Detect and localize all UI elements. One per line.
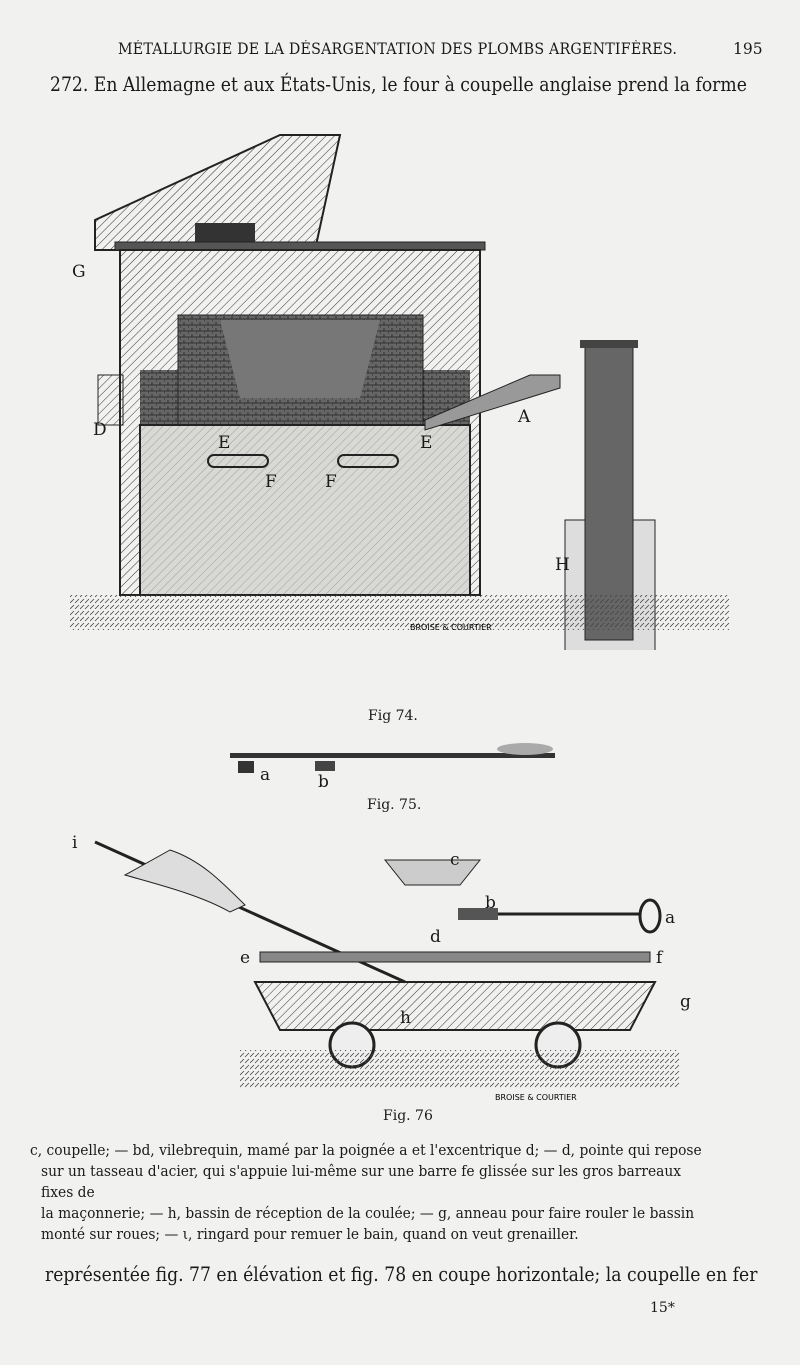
label-E2: E [420, 433, 432, 453]
legend-line: monté sur roues; — ι, ringard pour remue… [41, 1225, 579, 1243]
engraver-credit: BROISE & COURTIER [410, 623, 492, 632]
label-h: h [400, 1008, 411, 1028]
legend-line: sur un tasseau d'acier, qui s'appuie lui… [41, 1162, 682, 1201]
running-title: MÉTALLURGIE DE LA DÉSARGENTATION DES PLO… [118, 40, 678, 58]
label-g: g [680, 992, 691, 1012]
figure-legend: c, coupelle; — bd, vilebrequin, mamé par… [30, 1140, 715, 1245]
figure-76-caption: Fig. 76 [383, 1108, 433, 1124]
label-F1: F [265, 472, 277, 492]
paragraph-opening-line: 272. En Allemagne et aux États-Unis, le … [50, 72, 747, 96]
label-e: e [240, 948, 250, 968]
label-d: d [430, 927, 441, 947]
ground [70, 595, 730, 630]
figure-76-illustration: i c b a d e f g h BROISE & COURTIER [72, 833, 691, 1102]
hand [123, 849, 246, 913]
label-D: D [93, 420, 107, 440]
figure-74-furnace-illustration: G D A H E E F F BROISE & COURTIER [70, 134, 730, 650]
label-b: b [318, 772, 329, 790]
label-G: G [72, 262, 86, 282]
label-H: H [555, 555, 570, 575]
paragraph-closing-line: représentée fig. 77 en élévation et fig.… [45, 1262, 758, 1286]
basin-h [253, 981, 657, 1031]
figure-75-caption: Fig. 75. [367, 797, 422, 813]
signature-mark: 15* [650, 1300, 675, 1316]
figure-75-illustration: a b [230, 743, 555, 790]
cupel-c [383, 859, 482, 886]
legend-line: c, coupelle; — bd, vilebrequin, mamé par… [30, 1141, 702, 1159]
label-f: f [656, 948, 664, 968]
label-a: a [260, 765, 270, 785]
bar-fe [259, 951, 651, 963]
page-number: 195 [733, 40, 763, 58]
tuyere-A [424, 374, 561, 431]
label-b: b [485, 893, 496, 913]
label-c: c [450, 850, 460, 870]
label-i: i [72, 833, 78, 853]
figure-74-caption: Fig 74. [368, 708, 418, 724]
label-E1: E [218, 433, 230, 453]
top-rail [114, 241, 486, 251]
engraver-credit: BROISE & COURTIER [495, 1093, 577, 1102]
label-F2: F [325, 472, 337, 492]
label-A: A [517, 407, 531, 427]
legend-line: la maçonnerie; — h, bassin de réception … [41, 1204, 695, 1222]
chimney-hood [94, 134, 342, 251]
label-a: a [665, 908, 675, 928]
